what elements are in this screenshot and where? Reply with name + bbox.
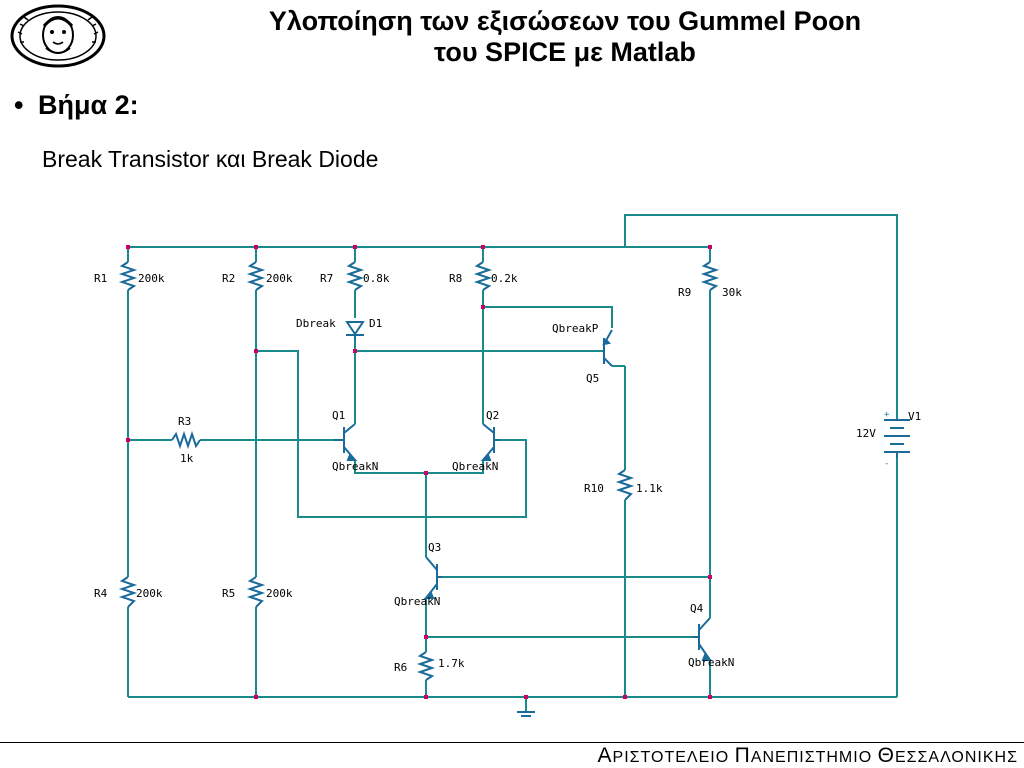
resistor-r5 (246, 576, 266, 608)
q4-model: QbreakN (688, 656, 734, 669)
resistors (118, 261, 720, 681)
r3-name: R3 (178, 415, 191, 428)
d1-model: Dbreak (296, 317, 336, 330)
v1-minus: - (884, 459, 889, 469)
r7-name: R7 (320, 272, 333, 285)
q3-name: Q3 (428, 541, 441, 554)
r1-value: 200k (138, 272, 165, 285)
r2-name: R2 (222, 272, 235, 285)
footer-word3-initial: Θ (877, 744, 895, 767)
resistor-r1 (118, 261, 138, 291)
step-description: Break Transistor και Break Diode (42, 146, 379, 172)
bullet-marker: • (14, 90, 24, 120)
d1-name: D1 (369, 317, 382, 330)
r10-name: R10 (584, 482, 604, 495)
r5-name: R5 (222, 587, 235, 600)
footer-word3-rest: ΕΣΣΑΛΟΝΙΚΗΣ (894, 749, 1018, 766)
resistor-r3 (171, 430, 201, 450)
r7-value: 0.8k (363, 272, 390, 285)
q4-name: Q4 (690, 602, 704, 615)
q2-model: QbreakN (452, 460, 498, 473)
wires (127, 214, 898, 712)
r6-value: 1.7k (438, 657, 465, 670)
r10-value: 1.1k (636, 482, 663, 495)
title-line-2: του SPICE με Matlab (434, 37, 696, 67)
resistor-r7 (345, 261, 365, 291)
r5-value: 200k (266, 587, 293, 600)
footer-university-name: ΑΡΙΣΤΟΤΕΛΕΙΟ ΠΑΝΕΠΙΣΤΗΜΙΟ ΘΕΣΣΑΛΟΝΙΚΗΣ (598, 744, 1018, 768)
step-heading: Βήμα 2: (38, 90, 139, 120)
transistor-q3 (423, 556, 442, 599)
q3-model: QbreakN (394, 595, 440, 608)
r8-value: 0.2k (491, 272, 518, 285)
title-line-1: Υλοποίηση των εξισώσεων του Gummel Poon (268, 6, 862, 36)
university-seal-logo (10, 4, 106, 68)
v1-plus: + (884, 410, 890, 420)
v1-value: 12V (856, 427, 876, 440)
footer-word2-rest: ΑΝΕΠΙΣΤΗΜΙΟ (750, 749, 873, 766)
r4-value: 200k (136, 587, 163, 600)
r8-name: R8 (449, 272, 462, 285)
r4-name: R4 (94, 587, 108, 600)
slide-title: Υλοποίηση των εξισώσεων του Gummel Poon … (120, 6, 1010, 68)
q2-name: Q2 (486, 409, 499, 422)
transistor-q2 (480, 423, 500, 461)
resistor-r8 (473, 261, 493, 291)
resistor-r6 (416, 651, 436, 681)
r3-value: 1k (180, 452, 194, 465)
q5-name: Q5 (586, 372, 599, 385)
r9-name: R9 (678, 286, 691, 299)
q5-model: QbreakP (552, 322, 599, 335)
junction-dots (126, 245, 712, 699)
resistor-r10 (615, 469, 635, 501)
footer-word1-rest: ΡΙΣΤΟΤΕΛΕΙΟ (612, 749, 730, 766)
r2-value: 200k (266, 272, 293, 285)
resistor-r4 (118, 576, 138, 608)
battery-v1 (884, 419, 910, 458)
q1-name: Q1 (332, 409, 345, 422)
r1-name: R1 (94, 272, 107, 285)
resistor-r2 (246, 261, 266, 291)
r6-name: R6 (394, 661, 407, 674)
v1-name: V1 (908, 410, 921, 423)
r9-value: 30k (722, 286, 742, 299)
footer-word2-initial: Π (734, 744, 751, 767)
diode-d1 (345, 321, 365, 340)
transistor-q1 (334, 423, 358, 461)
footer-divider (0, 742, 1024, 743)
footer-word1-initial: Α (597, 744, 613, 767)
q1-model: QbreakN (332, 460, 378, 473)
transistors (334, 329, 713, 661)
resistor-r9 (700, 261, 720, 291)
transistor-q5 (602, 329, 613, 367)
ground-symbol (517, 711, 535, 717)
transistor-q4 (692, 617, 713, 661)
bullet-heading: • Βήμα 2: (14, 90, 139, 121)
